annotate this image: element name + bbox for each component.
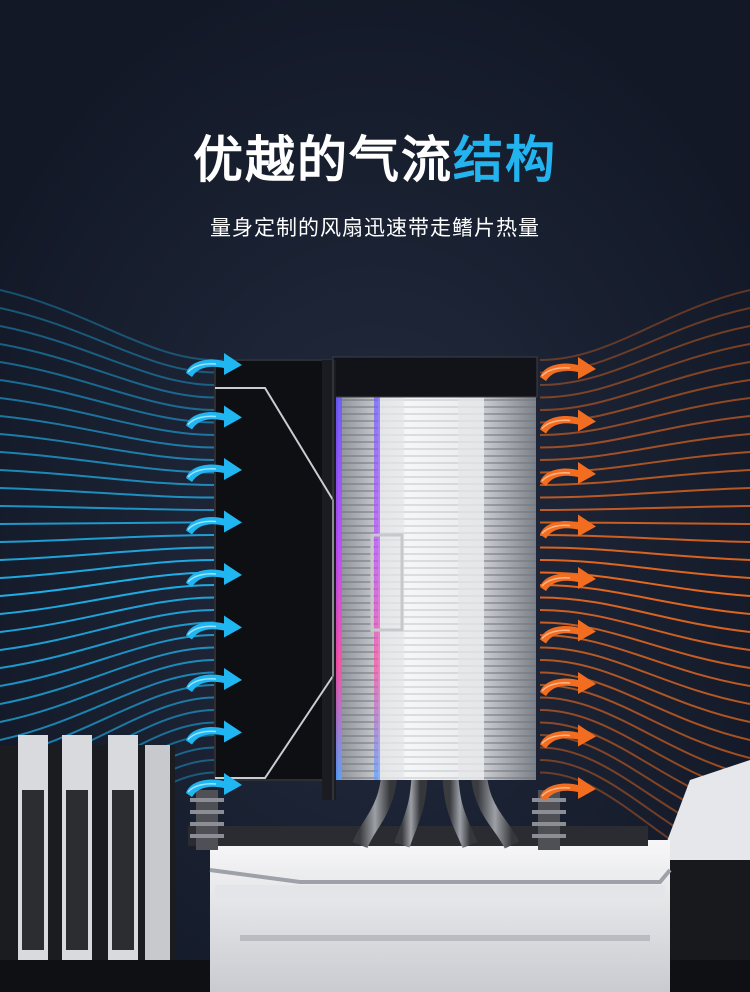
mounting-springs [190, 790, 566, 850]
memory-modules [0, 735, 175, 992]
fan-frame [214, 359, 404, 800]
title-main: 优越的气流 [193, 131, 453, 189]
page-title: 优越的气流结构 [0, 128, 750, 192]
cool-airflow-lines [0, 289, 216, 885]
cooler-base [188, 826, 672, 992]
page-subtitle: 量身定制的风扇迅速带走鳍片热量 [210, 216, 540, 240]
title-highlight: 结构 [453, 131, 557, 189]
hot-airflow-lines [539, 289, 750, 885]
heatsink-fin-stack [332, 356, 538, 780]
